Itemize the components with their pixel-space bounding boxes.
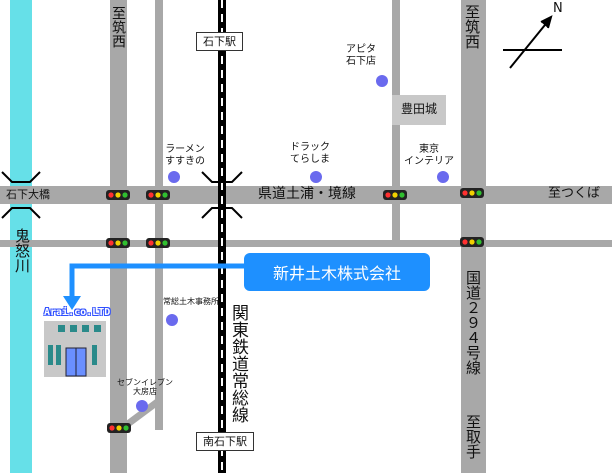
- traffic-light-icon: [106, 238, 130, 248]
- route-arrow: [63, 263, 244, 310]
- traffic-light-icon: [383, 190, 407, 200]
- route-294-label: 国道２９４号線: [464, 270, 482, 375]
- to-toride-label: 至取手: [464, 414, 482, 459]
- traffic-light-icon: [146, 238, 170, 248]
- office-dot: [166, 314, 178, 326]
- drugstore-dot: [310, 171, 322, 183]
- drugstore-label: ドラック てらしま: [290, 142, 330, 165]
- ramen-line1: ラーメン: [165, 144, 205, 155]
- apita-label: アピタ 石下店: [346, 44, 376, 67]
- poi-dots: [136, 75, 449, 412]
- drugstore-line2: てらしま: [290, 153, 330, 165]
- interior-line2: インテリア: [404, 155, 454, 167]
- company-name-box[interactable]: 新井土木株式会社: [244, 253, 430, 291]
- traffic-light-icon: [460, 188, 484, 198]
- kinu-river-label: 鬼怒川: [13, 228, 31, 273]
- traffic-signals: [106, 188, 484, 433]
- chikusei-road-left: [110, 0, 127, 473]
- railway-label: 関東鉄道常総線: [228, 304, 248, 423]
- compass-icon: [503, 15, 562, 69]
- ramen-label: ラーメン すすきの: [165, 144, 205, 167]
- kanto-railway-line: [218, 0, 226, 473]
- bridge-marks: [1, 171, 243, 219]
- prefectural-road-label: 県道土浦・境線: [258, 186, 356, 202]
- traffic-light-icon: [460, 237, 484, 247]
- drugstore-line1: ドラック: [290, 142, 330, 153]
- route-294: [461, 0, 486, 473]
- building-icon: [48, 325, 101, 377]
- seven-line1: セブンイレブン: [117, 378, 173, 387]
- toyoda-castle-block: [392, 95, 446, 125]
- office-label: 常総土木事務所: [163, 297, 219, 306]
- minami-ishige-station-label: 南石下駅: [196, 432, 254, 451]
- seven-dot: [136, 400, 148, 412]
- seven-line2: 大房店: [133, 387, 157, 397]
- apita-line2: 石下店: [346, 55, 376, 67]
- interior-label: 東京 インテリア: [404, 144, 454, 167]
- ramen-line2: すすきの: [165, 155, 205, 167]
- apita-dot: [376, 75, 388, 87]
- to-tsukuba-label: 至つくば: [548, 186, 601, 201]
- company-sign: Arai.co.LTD: [44, 307, 111, 318]
- seven-label: セブンイレブン 大房店: [117, 378, 173, 396]
- traffic-light-icon: [106, 190, 130, 200]
- to-chikusei-right-label: 至筑西: [463, 4, 481, 49]
- traffic-light-icon: [146, 190, 170, 200]
- kinu-river: [10, 0, 32, 473]
- apita-line1: アピタ: [346, 44, 376, 55]
- traffic-light-icon: [107, 423, 131, 433]
- secondary-road: [0, 240, 612, 247]
- narrow-road: [155, 0, 163, 430]
- interior-dot: [437, 171, 449, 183]
- north-label: N: [553, 1, 563, 16]
- bridge-label: 石下大橋: [6, 188, 50, 201]
- interior-line1: 東京: [419, 144, 439, 155]
- ramen-dot: [168, 171, 180, 183]
- to-chikusei-left-label: 至筑西: [110, 6, 126, 48]
- castle-label: 豊田城: [401, 102, 438, 116]
- ishige-station-label: 石下駅: [196, 32, 243, 51]
